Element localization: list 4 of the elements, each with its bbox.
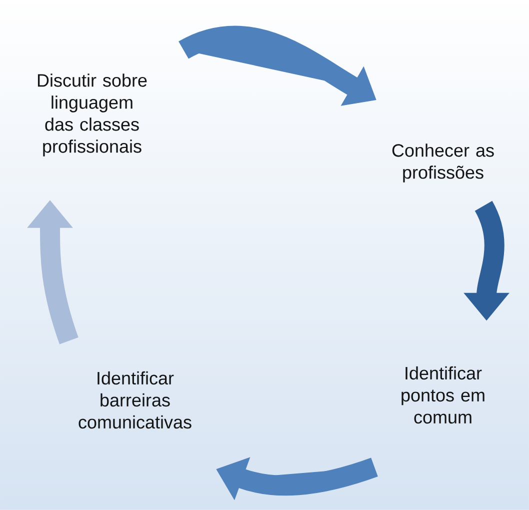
step-label: Identificar pontos em comum [402, 366, 484, 424]
step-label: Discutir sobre linguagem das classes profissionais [38, 74, 147, 156]
step-label: Conhecer as profissões [392, 144, 494, 182]
step-label: Identificar barreiras comunicativas [78, 371, 192, 429]
